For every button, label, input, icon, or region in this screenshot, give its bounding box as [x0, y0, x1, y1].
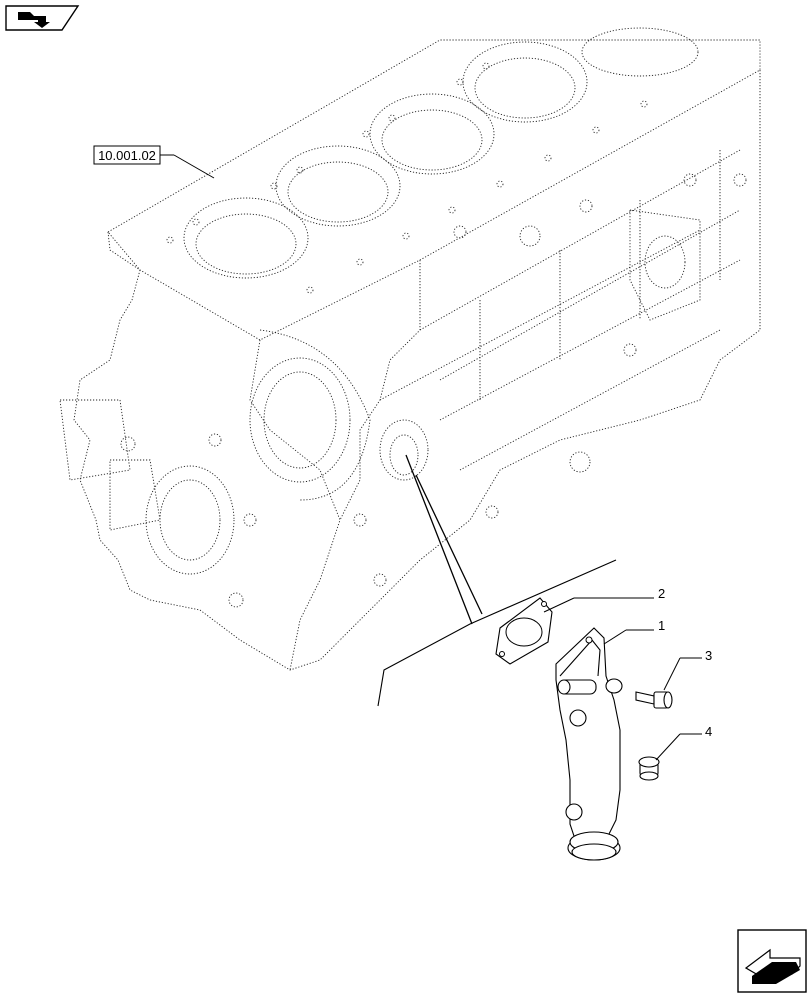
svg-text:4: 4 — [705, 724, 712, 739]
callout-1: 1 — [603, 618, 665, 645]
svg-text:3: 3 — [705, 648, 712, 663]
assembly-guide-lines — [377, 454, 617, 707]
book-arrow-icon[interactable] — [5, 5, 80, 31]
reference-label[interactable]: 10.001.02 — [93, 145, 215, 179]
plug[interactable] — [638, 756, 660, 781]
callout-4: 4 — [655, 724, 712, 761]
next-page-arrow-icon[interactable] — [737, 929, 807, 993]
engine-block-drawing — [59, 27, 761, 671]
svg-text:1: 1 — [658, 618, 665, 633]
svg-text:2: 2 — [658, 586, 665, 601]
bolt[interactable] — [635, 691, 673, 709]
svg-text:10.001.02: 10.001.02 — [98, 148, 156, 163]
callout-2: 2 — [543, 586, 665, 613]
callout-3: 3 — [663, 648, 712, 691]
gasket[interactable] — [495, 597, 553, 665]
water-outlet-pipe[interactable] — [555, 627, 623, 861]
